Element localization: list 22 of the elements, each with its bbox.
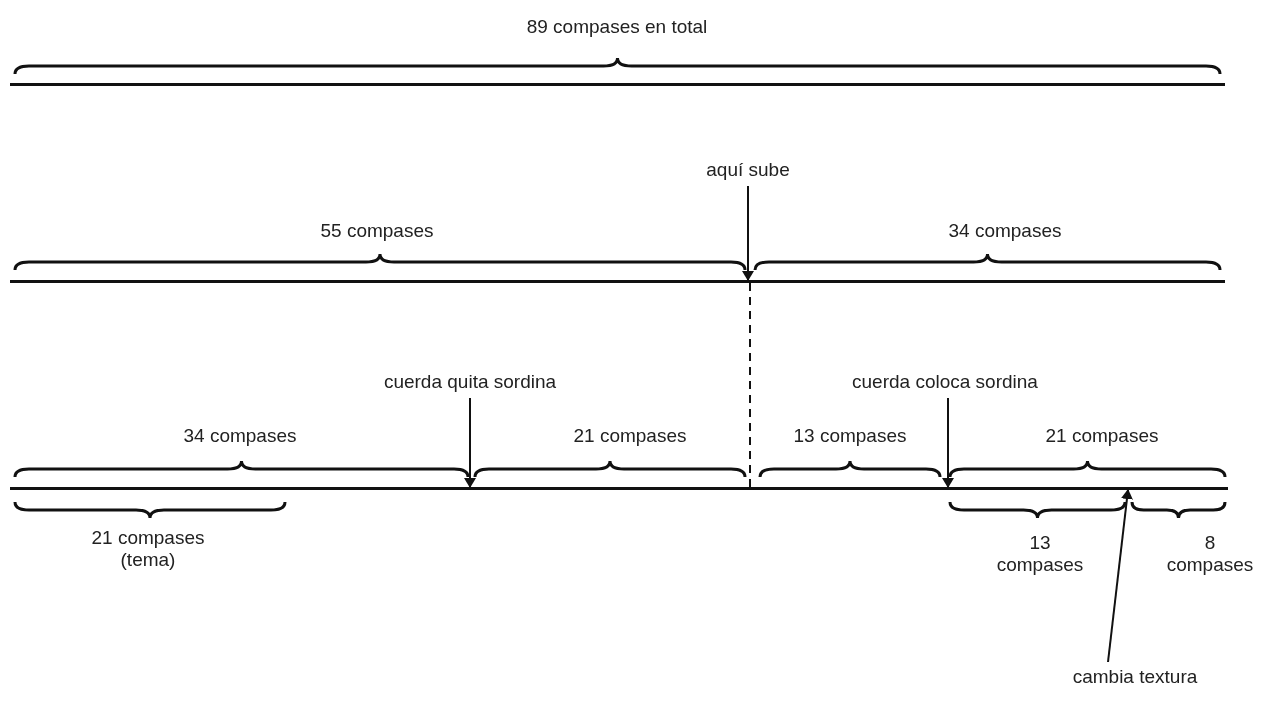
measure-count-label: 13 compases [792, 425, 908, 447]
horizontal-line [10, 487, 1228, 490]
measure-count-label: 55 compases [319, 220, 435, 242]
arrow [1107, 489, 1133, 663]
measure-count-label: 21 compases [1044, 425, 1160, 447]
measure-count-label: 34 compases [182, 425, 298, 447]
arrow [942, 397, 954, 488]
measure-count-label: 8 compases [1165, 532, 1255, 576]
measure-count-label: 21 compases (tema) [90, 527, 206, 571]
annotation-text: cambia textura [1045, 665, 1225, 689]
measure-count-label: 34 compases [947, 220, 1063, 242]
dashed-line [749, 282, 751, 488]
arrow [742, 185, 754, 281]
annotation-text: cuerda coloca sordina [815, 370, 1075, 394]
annotation-text: aquí sube [678, 158, 818, 182]
arrow [464, 397, 476, 488]
horizontal-line [10, 280, 1225, 283]
annotation-text: cuerda quita sordina [350, 370, 590, 394]
measure-count-label: 13 compases [995, 532, 1085, 576]
measure-count-label: 89 compases en total [525, 16, 709, 38]
horizontal-line [10, 83, 1225, 86]
measure-count-label: 21 compases [572, 425, 688, 447]
